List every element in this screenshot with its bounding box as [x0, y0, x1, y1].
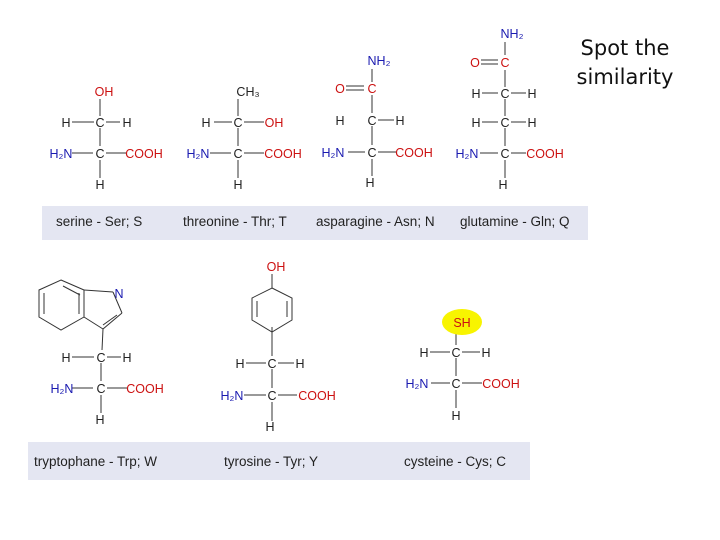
glutamine-carboxyl: COOH [526, 147, 564, 161]
asparagine-c-beta: C [367, 114, 376, 128]
serine-carboxyl: COOH [125, 147, 163, 161]
label-tryptophane: tryptophane - Trp; W [34, 454, 158, 469]
tryptophane-indole-n: N [114, 287, 123, 301]
tryptophane-c-alpha: C [96, 382, 105, 396]
tryptophane-h-left: H [61, 351, 70, 365]
glutamine-h-beta-right: H [527, 116, 536, 130]
tyrosine-c-alpha: C [267, 389, 276, 403]
asparagine-o: O [335, 82, 345, 96]
asparagine-h-right: H [395, 114, 404, 128]
serine-amino: H₂N [50, 147, 73, 161]
slide-title-line-2: similarity [576, 65, 674, 89]
label-threonine: threonine - Thr; T [183, 214, 287, 229]
glutamine-c-amide: C [500, 56, 509, 70]
tryptophane-amino: H₂N [51, 382, 74, 396]
cysteine-carboxyl: COOH [482, 377, 520, 391]
tyrosine-h-right: H [295, 357, 304, 371]
bonds [38, 42, 526, 421]
tryptophane-carboxyl: COOH [126, 382, 164, 396]
glutamine-c-alpha: C [500, 147, 509, 161]
threonine-h-bottom: H [233, 178, 242, 192]
threonine-carboxyl: COOH [264, 147, 302, 161]
slide-title: Spot the similarity [560, 34, 690, 92]
tyrosine-amino: H₂N [221, 389, 244, 403]
tryptophane-h-right: H [122, 351, 131, 365]
slide-title-line-1: Spot the [580, 36, 670, 60]
threonine-h-left: H [201, 116, 210, 130]
asparagine-h-left: H [335, 114, 344, 128]
tyrosine-h-bottom: H [265, 420, 274, 434]
asparagine-carboxyl: COOH [395, 146, 433, 160]
cysteine-amino: H₂N [406, 377, 429, 391]
asparagine-h-bottom: H [365, 176, 374, 190]
glutamine-o: O [470, 56, 480, 70]
label-serine: serine - Ser; S [56, 214, 143, 229]
label-glutamine: glutamine - Gln; Q [460, 214, 570, 229]
threonine-amino: H₂N [187, 147, 210, 161]
threonine-oh: OH [265, 116, 284, 130]
cysteine-c-beta: C [451, 346, 460, 360]
glutamine-h-gamma-left: H [471, 87, 480, 101]
glutamine-amino: H₂N [456, 147, 479, 161]
sulfhydryl-highlight [442, 309, 482, 335]
serine-c-beta: C [95, 116, 104, 130]
tryptophane-h-bottom: H [95, 413, 104, 427]
label-band-bottom [28, 442, 530, 480]
threonine-c-beta: C [233, 116, 242, 130]
glutamine-h-bottom: H [498, 178, 507, 192]
cysteine-h-left: H [419, 346, 428, 360]
tryptophane-c-beta: C [96, 351, 105, 365]
threonine-c-alpha: C [233, 147, 242, 161]
tyrosine-oh: OH [267, 260, 286, 274]
label-band-top [42, 206, 588, 240]
cysteine-h-bottom: H [451, 409, 460, 423]
glutamine-h-gamma-right: H [527, 87, 536, 101]
serine-oh: OH [95, 85, 114, 99]
asparagine-nh2: NH₂ [368, 54, 391, 68]
glutamine-h-beta-left: H [471, 116, 480, 130]
label-cysteine: cysteine - Cys; C [404, 454, 507, 469]
glutamine-nh2: NH₂ [501, 27, 524, 41]
label-asparagine: asparagine - Asn; N [316, 214, 435, 229]
glutamine-c-gamma: C [500, 87, 509, 101]
cysteine-h-right: H [481, 346, 490, 360]
glutamine-c-beta: C [500, 116, 509, 130]
serine-h-right: H [122, 116, 131, 130]
threonine-ch3: CH₃ [236, 85, 259, 99]
asparagine-c-amide: C [367, 82, 376, 96]
tyrosine-carboxyl: COOH [298, 389, 336, 403]
cysteine-sh: SH [453, 316, 470, 330]
tyrosine-h-left: H [235, 357, 244, 371]
asparagine-c-alpha: C [367, 146, 376, 160]
serine-h-bottom: H [95, 178, 104, 192]
serine-c-alpha: C [95, 147, 104, 161]
label-tyrosine: tyrosine - Tyr; Y [224, 454, 319, 469]
serine-h-left: H [61, 116, 70, 130]
cysteine-c-alpha: C [451, 377, 460, 391]
tyrosine-c-beta: C [267, 357, 276, 371]
asparagine-amino: H₂N [322, 146, 345, 160]
